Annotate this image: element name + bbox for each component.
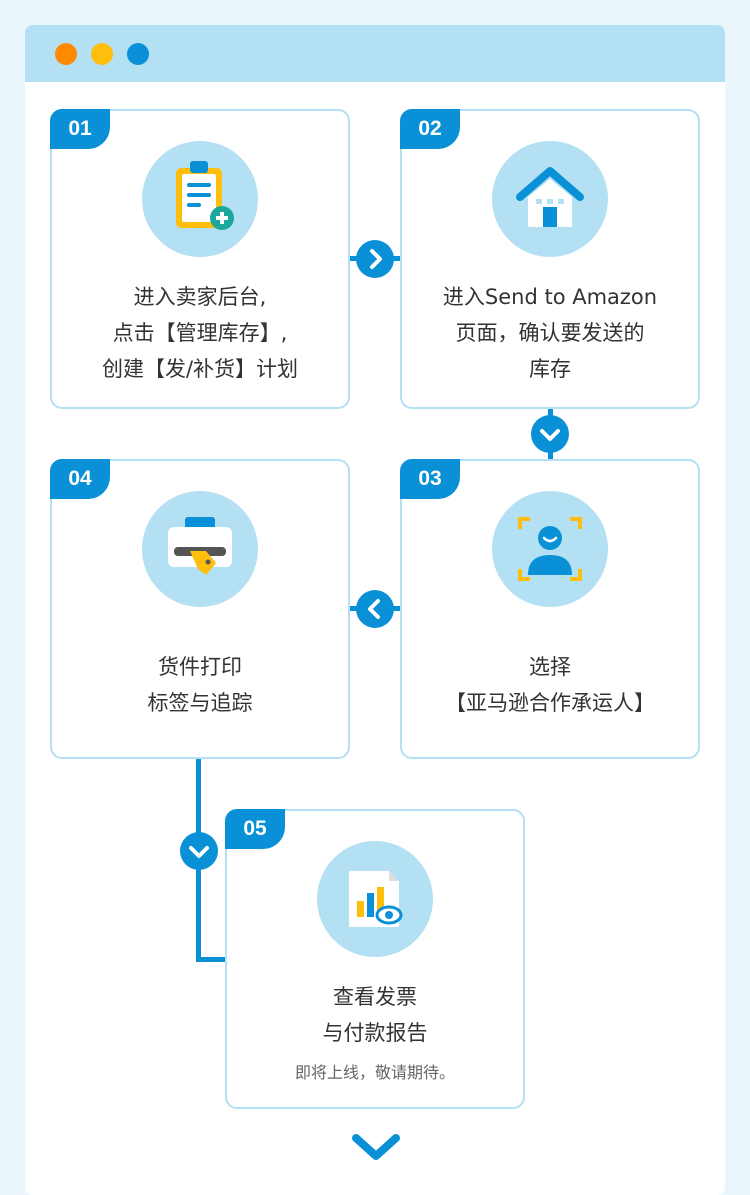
step-02-line-1: 进入Send to Amazon [442, 285, 658, 309]
step-card-02: 02 进入Send to Amazon 页面，确认要发送的 库存 [400, 109, 700, 409]
step-05-line-2: 与付款报告 [322, 1021, 428, 1045]
step-03-line-2: 【亚马逊合作承运人】 [445, 691, 655, 715]
chevron-down-icon [189, 846, 209, 858]
step-icon-circle-01 [142, 141, 258, 257]
step-text-05: 查看发票 与付款报告 [227, 979, 523, 1051]
chevron-left-icon [368, 599, 380, 619]
step-badge-04: 04 [50, 459, 110, 499]
window-dot-yellow [91, 43, 113, 65]
step-badge-01: 01 [50, 109, 110, 149]
window-titlebar [25, 25, 725, 82]
window-dot-blue [127, 43, 149, 65]
step-card-04: 04 货件打印 标签与追踪 [50, 459, 350, 759]
step-text-04: 货件打印 标签与追踪 [52, 649, 348, 721]
step-icon-circle-04 [142, 491, 258, 607]
clipboard-add-icon [176, 161, 234, 230]
label-printer-icon [168, 517, 232, 575]
step-02-line-3: 库存 [529, 357, 571, 381]
step-badge-05: 05 [225, 809, 285, 849]
step-text-01: 进入卖家后台, 点击【管理库存】, 创建【发/补货】计划 [52, 279, 348, 387]
step-02-line-2: 页面，确认要发送的 [455, 321, 645, 345]
connector-arrow-4-5 [180, 832, 218, 870]
user-scan-icon [518, 517, 582, 581]
step-01-line-2: 点击【管理库存】, [112, 321, 288, 345]
step-01-line-1: 进入卖家后台, [133, 285, 267, 309]
connector-arrow-2-3 [531, 415, 569, 453]
step-card-03: 03 选择 【亚马逊合作承运人】 [400, 459, 700, 759]
chevron-down-icon [540, 429, 560, 441]
chevron-down-icon[interactable] [350, 1130, 402, 1166]
connector-arrow-3-4 [356, 590, 394, 628]
house-icon [516, 167, 584, 227]
connector-arrow-1-2 [356, 240, 394, 278]
step-05-note: 即将上线，敬请期待。 [294, 1063, 455, 1082]
step-badge-03: 03 [400, 459, 460, 499]
connector-line-4-5-horizontal [196, 957, 228, 962]
step-icon-circle-02 [492, 141, 608, 257]
step-01-line-3: 创建【发/补货】计划 [101, 357, 299, 381]
report-chart-icon [349, 871, 403, 927]
window-dot-orange [55, 43, 77, 65]
step-05-line-1: 查看发票 [333, 985, 417, 1009]
chevron-right-icon [370, 249, 382, 269]
step-card-05: 05 查看发票 与付款报告 即将上线，敬请期待。 [225, 809, 525, 1109]
step-card-01: 01 进入卖家后台, 点击【管理库存】, 创建【发/补货】计划 [50, 109, 350, 409]
step-03-line-1: 选择 [529, 655, 571, 679]
step-icon-circle-05 [317, 841, 433, 957]
step-text-02: 进入Send to Amazon 页面，确认要发送的 库存 [402, 279, 698, 387]
step-icon-circle-03 [492, 491, 608, 607]
step-04-line-2: 标签与追踪 [147, 691, 253, 715]
step-04-line-1: 货件打印 [158, 655, 242, 679]
step-badge-02: 02 [400, 109, 460, 149]
step-text-03: 选择 【亚马逊合作承运人】 [402, 649, 698, 721]
